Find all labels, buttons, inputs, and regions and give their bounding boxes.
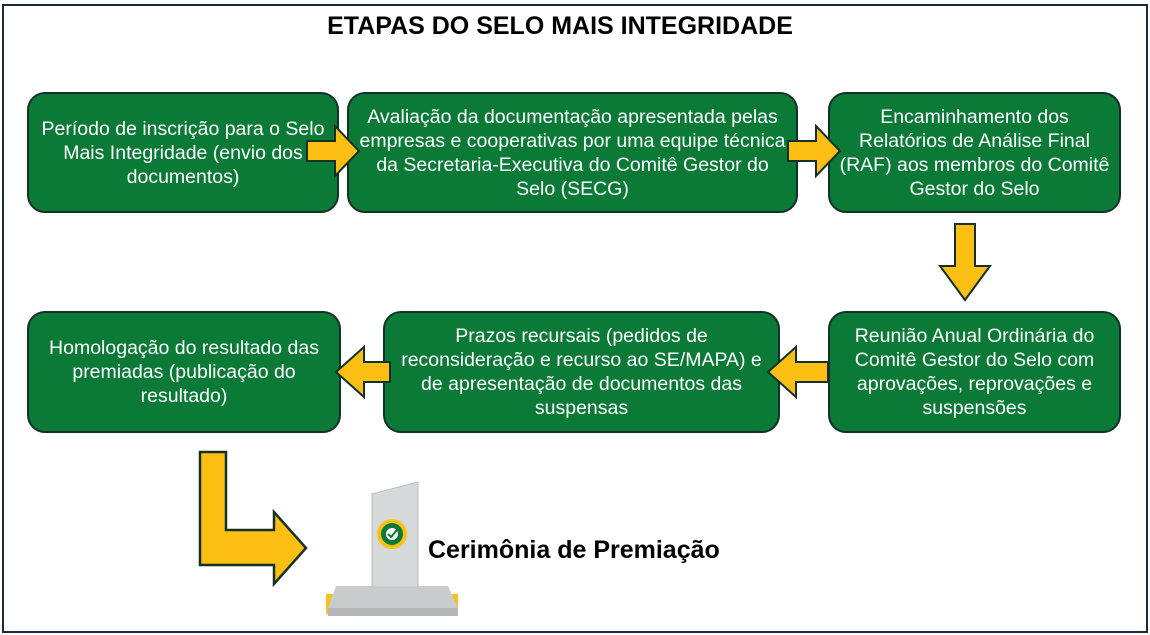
step-5-appeals: Prazos recursais (pedidos de reconsidera… (383, 311, 780, 433)
arrow-left-icon (766, 345, 829, 399)
step-6-homologation: Homologação do resultado das premiadas (… (27, 311, 341, 433)
step-3-forwarding: Encaminhamento dos Relatórios de Análise… (828, 92, 1121, 213)
arrow-down-icon (938, 223, 992, 302)
arrow-right-icon (787, 124, 842, 178)
arrow-right-icon (306, 124, 361, 178)
step-1-registration: Período de inscrição para o Selo Mais In… (27, 92, 339, 213)
arrow-left-icon (334, 345, 391, 399)
step-2-evaluation: Avaliação da documentação apresentada pe… (347, 92, 798, 213)
final-step-ceremony: Cerimônia de Premiação (428, 536, 720, 564)
trophy-icon (326, 482, 458, 616)
arrow-bent-icon (198, 450, 308, 588)
diagram-title: ETAPAS DO SELO MAIS INTEGRIDADE (327, 12, 793, 40)
step-4-annual-meeting: Reunião Anual Ordinária do Comitê Gestor… (828, 311, 1121, 433)
